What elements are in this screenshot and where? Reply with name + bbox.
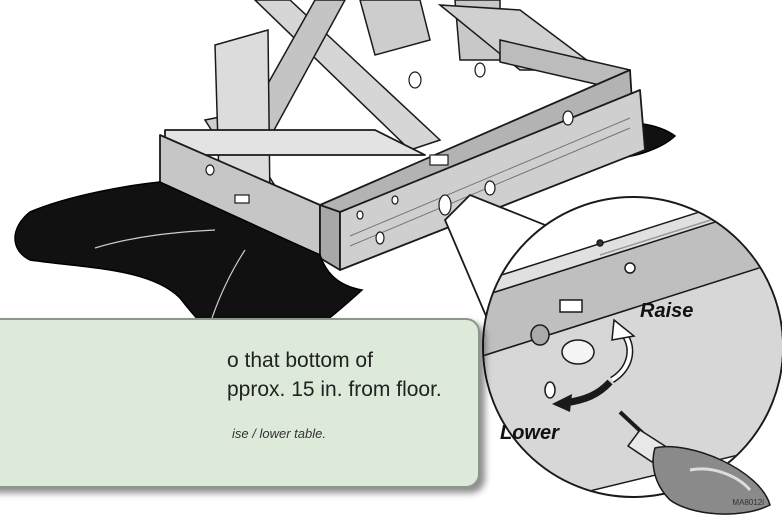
instruction-note: ise / lower table. [232,426,326,441]
figure-code: MA8012i [732,498,764,507]
left-floor-pad [14,181,364,359]
lower-arrow-icon [552,379,613,412]
raise-label: Raise [640,300,694,322]
top-frame [437,4,631,93]
instruction-line-2: pprox. 15 in. from floor. [227,378,442,401]
frame-holes [205,62,574,245]
instruction-line-1: o that bottom of [227,349,373,372]
raise-arrow-icon [610,318,636,383]
instruction-text: o that bottom of pprox. 15 in. from floo… [227,346,487,404]
instruction-callout: o that bottom of pprox. 15 in. from floo… [0,318,480,488]
lower-label: Lower [500,422,559,444]
screwdriver-icon [618,410,771,515]
